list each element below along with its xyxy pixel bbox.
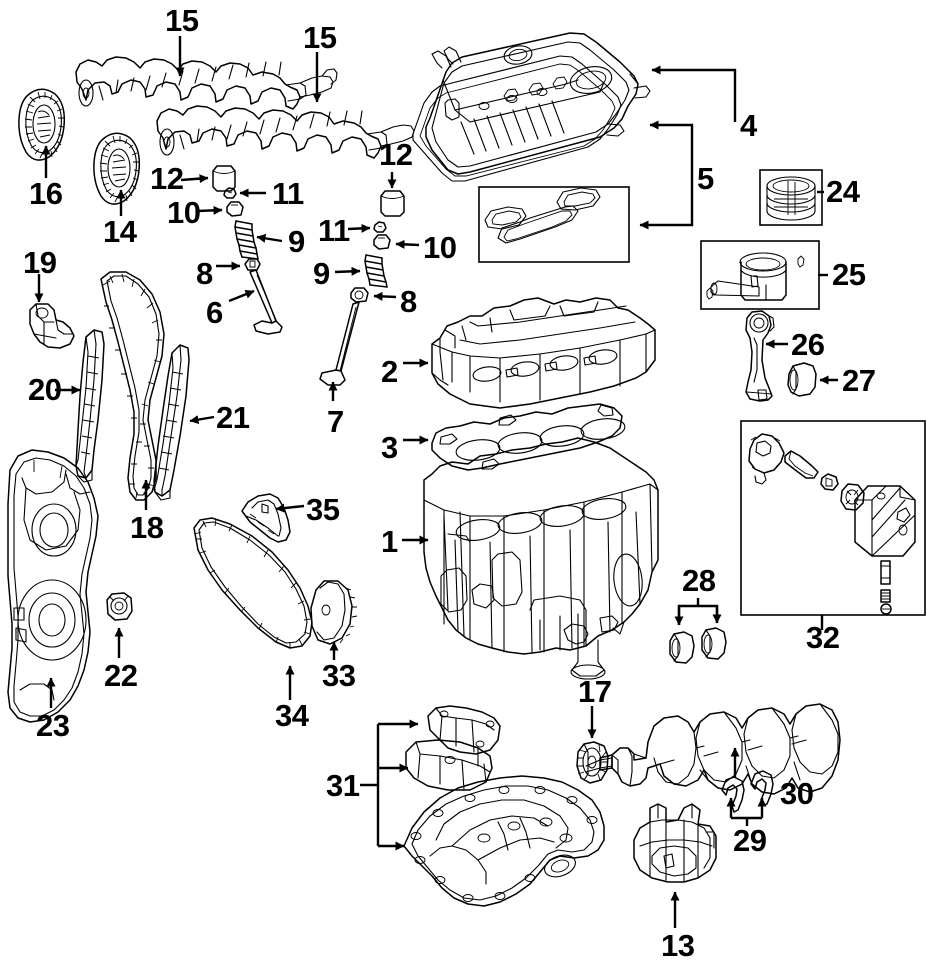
callout-label-26[interactable]: 26 xyxy=(791,327,825,362)
callout-label-34[interactable]: 34 xyxy=(275,698,309,733)
callout-label-2[interactable]: 2 xyxy=(381,354,398,389)
piston-ring-set xyxy=(759,169,823,226)
callout-label-7[interactable]: 7 xyxy=(327,404,344,439)
main-bearings xyxy=(721,770,774,813)
valve-keeper-right xyxy=(373,221,387,233)
callout-label-23[interactable]: 23 xyxy=(36,708,70,743)
valve-lifter-right xyxy=(380,190,405,217)
timing-chain xyxy=(100,271,165,501)
callout-label-4[interactable]: 4 xyxy=(740,108,757,143)
callout-label-18[interactable]: 18 xyxy=(130,510,164,545)
valve-lifter-left xyxy=(212,165,236,192)
callout-label-27[interactable]: 27 xyxy=(842,363,876,398)
callout-label-24[interactable]: 24 xyxy=(826,174,860,209)
crankshaft-gear xyxy=(576,741,609,784)
callout-label-22[interactable]: 22 xyxy=(104,658,138,693)
thrust-washers xyxy=(669,627,727,664)
callout-label-6[interactable]: 6 xyxy=(206,295,223,330)
oil-pan-baffle-mid xyxy=(405,739,493,791)
callout-label-16[interactable]: 16 xyxy=(29,176,63,211)
valve-spring-left xyxy=(234,220,259,260)
crankshaft-seal xyxy=(106,592,133,621)
callout-label-20[interactable]: 20 xyxy=(28,372,62,407)
exhaust-valve xyxy=(319,301,360,386)
engine-cylinder-block xyxy=(423,437,659,680)
timing-cover xyxy=(7,449,99,723)
callout-label-8[interactable]: 8 xyxy=(196,256,213,291)
balance-shaft-chain xyxy=(193,517,313,649)
valve-keeper-left xyxy=(223,187,237,199)
valve-cover-gasket-box xyxy=(478,186,630,263)
callout-label-15[interactable]: 15 xyxy=(165,3,199,38)
camshaft-sprocket-lower xyxy=(93,132,141,205)
chain-guide-right xyxy=(153,344,190,501)
valve-spring-retainer-right xyxy=(350,287,369,303)
valve-stem-seal-right xyxy=(373,234,391,250)
callout-label-1[interactable]: 1 xyxy=(381,524,398,559)
callout-label-11b[interactable]: 11 xyxy=(318,213,350,248)
callout-label-12[interactable]: 12 xyxy=(150,161,184,196)
valve-spring-retainer-left xyxy=(244,258,261,271)
callout-label-8b[interactable]: 8 xyxy=(400,284,417,319)
callout-label-13[interactable]: 13 xyxy=(661,928,695,960)
callout-label-5[interactable]: 5 xyxy=(697,161,714,196)
oil-pan-baffle-upper xyxy=(427,705,501,755)
valve-cover xyxy=(412,32,651,182)
chain-tensioner xyxy=(29,303,75,349)
camshaft-upper xyxy=(75,56,338,110)
cylinder-head xyxy=(431,297,656,409)
oil-pump-pickup-bracket xyxy=(633,803,717,883)
chain-tensioner-arm xyxy=(241,493,291,543)
oil-pump-assembly xyxy=(740,420,926,616)
callout-label-32[interactable]: 32 xyxy=(806,620,840,655)
rod-bearing xyxy=(787,362,817,397)
callout-label-28[interactable]: 28 xyxy=(682,563,716,598)
valve-stem-seal-left xyxy=(226,201,244,217)
piston-and-pin xyxy=(700,240,820,310)
callout-label-10[interactable]: 10 xyxy=(167,195,201,230)
oil-pan xyxy=(403,775,605,907)
callout-label-33[interactable]: 33 xyxy=(322,658,356,693)
balance-shaft-sprocket xyxy=(310,580,358,645)
callout-leaders xyxy=(34,36,838,928)
callout-label-25[interactable]: 25 xyxy=(832,257,866,292)
callout-label-21[interactable]: 21 xyxy=(216,400,250,435)
camshaft-sprocket-upper xyxy=(18,88,66,161)
chain-guide-left xyxy=(75,329,105,483)
callout-label-15b[interactable]: 15 xyxy=(303,20,337,55)
callout-label-9b[interactable]: 9 xyxy=(313,256,330,291)
intake-valve xyxy=(249,269,283,335)
crankshaft xyxy=(585,703,841,795)
callout-label-11[interactable]: 11 xyxy=(272,176,304,211)
callout-label-30[interactable]: 30 xyxy=(780,776,814,811)
callout-label-9[interactable]: 9 xyxy=(288,224,305,259)
callout-label-17[interactable]: 17 xyxy=(578,674,612,709)
callout-label-29[interactable]: 29 xyxy=(733,823,767,858)
callout-label-14[interactable]: 14 xyxy=(103,214,137,249)
callout-label-10b[interactable]: 10 xyxy=(423,230,457,265)
callout-label-12b[interactable]: 12 xyxy=(379,137,413,172)
camshaft-lower xyxy=(156,105,415,159)
callout-label-3[interactable]: 3 xyxy=(381,430,398,465)
callout-label-31[interactable]: 31 xyxy=(326,768,360,803)
connecting-rod xyxy=(745,310,775,402)
valve-spring-right xyxy=(364,254,388,288)
callout-label-19[interactable]: 19 xyxy=(23,245,57,280)
head-gasket xyxy=(431,403,626,471)
callout-label-35[interactable]: 35 xyxy=(306,492,340,527)
